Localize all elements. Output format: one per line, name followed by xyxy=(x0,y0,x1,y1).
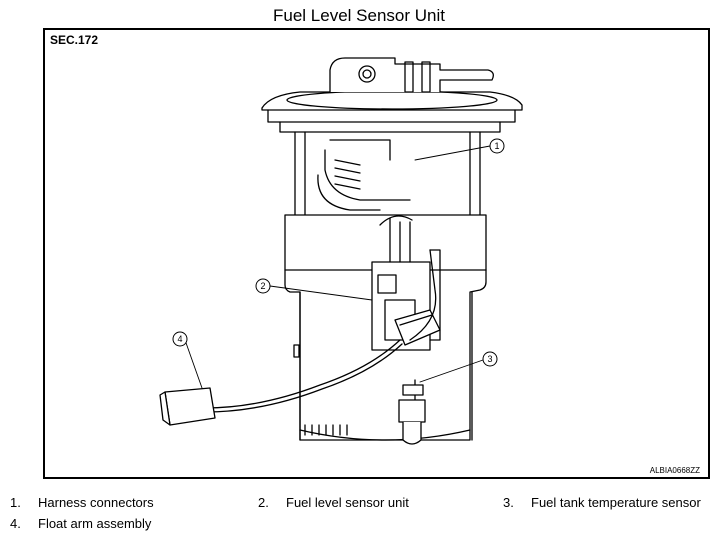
legend-item-3: 3. Fuel tank temperature sensor xyxy=(503,495,701,510)
callout-3-circle xyxy=(482,351,498,367)
legend-number: 4. xyxy=(10,516,21,531)
float-arm xyxy=(159,339,403,426)
legend-item-1: 1. Harness connectors xyxy=(10,495,154,510)
callout-2: 2 xyxy=(260,281,265,291)
figure-frame xyxy=(43,28,710,479)
legend-label: Float arm assembly xyxy=(38,516,152,531)
sensor-unit xyxy=(371,215,441,351)
legend-number: 2. xyxy=(258,495,269,510)
leader-lines xyxy=(184,145,491,389)
section-label: SEC.172 xyxy=(50,33,99,47)
legend-label: Fuel tank temperature sensor xyxy=(531,495,701,510)
legend-item-4: 4. Float arm assembly xyxy=(10,516,151,531)
flange xyxy=(261,90,523,133)
figure-title: Fuel Level Sensor Unit xyxy=(273,6,445,25)
legend-number: 1. xyxy=(10,495,21,510)
callout-4: 4 xyxy=(177,334,182,344)
callout-2-circle xyxy=(255,278,271,294)
callout-3: 3 xyxy=(487,354,492,364)
legend-item-2: 2. Fuel level sensor unit xyxy=(258,495,409,510)
callout-1: 1 xyxy=(494,141,499,151)
callout-4-circle xyxy=(172,331,188,347)
callouts: 1 2 3 4 xyxy=(172,138,505,367)
legend-label: Fuel level sensor unit xyxy=(286,495,409,510)
callout-1-circle xyxy=(489,138,505,154)
legend-label: Harness connectors xyxy=(38,495,154,510)
figure-code: ALBIA0668ZZ xyxy=(649,466,700,475)
temperature-sensor xyxy=(398,249,437,445)
legend-number: 3. xyxy=(503,495,514,510)
top-outlet xyxy=(329,57,494,93)
upper-body xyxy=(294,131,481,216)
